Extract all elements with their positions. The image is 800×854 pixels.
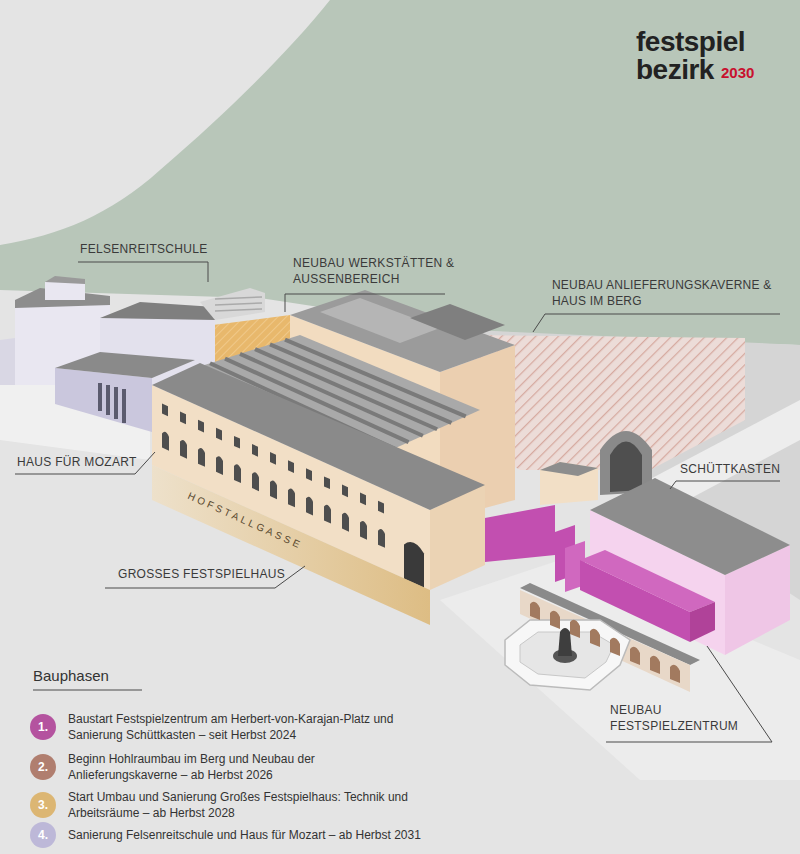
haus-fuer-mozart-facade-part	[98, 383, 102, 411]
grosses-festspielhaus-building-part-part	[342, 485, 348, 498]
phase-one-block	[485, 505, 555, 562]
grosses-festspielhaus-building-part-part	[342, 512, 349, 532]
grosses-festspielhaus-building-part-part	[378, 528, 385, 548]
callout-number: 4.	[30, 822, 56, 848]
grosses-festspielhaus-building-part-part	[252, 444, 258, 457]
arcade-and-fountain-part	[630, 647, 640, 665]
grosses-festspielhaus-building-part-part	[270, 452, 276, 465]
grosses-festspielhaus-building-part-part	[216, 428, 222, 441]
leader-lines	[15, 262, 780, 742]
grosses-festspielhaus-building-part-part	[180, 439, 187, 459]
arcade-and-fountain-part	[650, 656, 660, 674]
phase-text: Start Umbau und Sanierung Großes Festspi…	[68, 790, 413, 821]
grosses-festspielhaus-building-part-part	[270, 479, 277, 499]
grosses-festspielhaus-building-part-part	[198, 420, 204, 433]
hall-roof-part	[285, 340, 466, 417]
haus-fuer-mozart-facade-part	[55, 368, 152, 432]
schuettkasten-building-part	[690, 602, 715, 642]
building-label: NEUBAU ANLIEFERUNGSKAVERNE & HAUS IM BER…	[552, 278, 790, 309]
felsenreitschule-building-part	[45, 276, 85, 284]
felsenreitschule-building-part	[215, 309, 262, 311]
street-label: HOFSTALLGASSE	[186, 489, 305, 552]
haus-fuer-mozart-facade-part	[106, 385, 110, 415]
phase-text: Sanierung Felsenreitschule und Haus für …	[68, 828, 488, 844]
grosses-festspielhaus-building-part-part	[216, 455, 223, 475]
building-label: FELSENREITSCHULE	[80, 242, 208, 258]
leader-lines-part	[15, 452, 155, 474]
logo-year: 2030	[721, 65, 754, 80]
logo-word: festspiel	[636, 28, 745, 56]
leader-lines-part	[105, 566, 305, 588]
building-label: NEUBAU WERKSTÄTTEN & AUSSENBEREICH	[293, 256, 468, 287]
building-label: GROSSES FESTSPIELHAUS	[118, 567, 285, 583]
arcade-and-fountain-part	[610, 638, 620, 656]
building-label: NEUBAU FESTSPIELZENTRUM	[610, 703, 760, 734]
grosses-festspielhaus-building-part-part	[324, 503, 331, 523]
grosses-festspielhaus-building-part-part	[162, 404, 168, 417]
tunnel-portal-part	[540, 462, 598, 505]
hofstallgasse-road	[152, 465, 430, 625]
arcade-and-fountain-part	[558, 628, 572, 656]
felsenreitschule-building-part	[100, 302, 215, 320]
grosses-festspielhaus-building-part-part	[324, 476, 330, 489]
callout-number: 1.	[30, 714, 56, 740]
arcade-and-fountain-part	[570, 620, 580, 638]
grosses-festspielhaus-building-part-part	[234, 463, 241, 483]
arcade-and-fountain	[505, 583, 700, 692]
phase-text: Baustart Festspielzentrum am Herbert-von…	[68, 712, 413, 743]
leader-lines-part	[285, 294, 445, 312]
felsenreitschule-building-part	[45, 282, 85, 300]
grosses-festspielhaus-building-part-part	[360, 520, 367, 540]
grosses-festspielhaus-building-part-part	[306, 495, 313, 515]
phase-text: Beginn Hohlraumbau im Berg und Neubau de…	[68, 752, 413, 783]
arcade-and-fountain-part	[670, 665, 680, 683]
haus-fuer-mozart-facade-part	[55, 352, 195, 378]
grosses-festspielhaus-building-part-part	[378, 501, 384, 514]
leader-lines-part	[606, 646, 772, 742]
leader-lines-part	[670, 481, 780, 489]
grosses-festspielhaus-building-part-part	[306, 468, 312, 481]
logo-word: bezirk	[636, 56, 714, 84]
grosses-festspielhaus-building-part-part	[180, 412, 186, 425]
felsenreitschule-building-part	[200, 288, 265, 320]
building-label: SCHÜTTKASTEN	[680, 462, 780, 478]
tunnel-portal-part	[610, 442, 642, 493]
leader-lines-part	[78, 262, 208, 282]
arcade-and-fountain-part	[550, 611, 560, 629]
leader-lines-part	[33, 690, 142, 691]
grosses-festspielhaus-building-part-part	[360, 493, 366, 506]
leader-lines-part	[533, 314, 780, 332]
grosses-festspielhaus-building-part-part	[288, 487, 295, 507]
tunnel-portal-part	[540, 462, 598, 476]
hofstallgasse-road-part	[152, 465, 430, 625]
haus-fuer-mozart-facade-part	[122, 389, 126, 423]
arcade-and-fountain-part	[530, 602, 540, 620]
grosses-festspielhaus-building-part-part	[252, 471, 259, 491]
building-label: HAUS FÜR MOZART	[17, 455, 137, 471]
grosses-festspielhaus-building-part-part	[162, 431, 169, 451]
callout-number: 3.	[30, 792, 56, 818]
phase-one-block-part	[485, 505, 555, 562]
grosses-festspielhaus-building-part-part	[198, 447, 205, 467]
grosses-festspielhaus-building-part-part	[288, 460, 294, 473]
arcade-and-fountain-part	[590, 629, 600, 647]
felsenreitschule-building-part	[215, 303, 262, 305]
stage-tower-part	[410, 304, 505, 340]
haus-fuer-mozart-facade-part	[114, 387, 118, 419]
grosses-festspielhaus-building-part-part	[234, 436, 240, 449]
felsenreitschule-building-part	[0, 338, 15, 385]
arcade-and-fountain-part	[505, 620, 630, 690]
schuettkasten-building-part	[580, 550, 715, 612]
callout-number: 2.	[30, 754, 56, 780]
legend-heading: Bauphasen	[33, 666, 109, 686]
background-part	[0, 0, 800, 345]
felsenreitschule-building-part	[215, 297, 262, 299]
